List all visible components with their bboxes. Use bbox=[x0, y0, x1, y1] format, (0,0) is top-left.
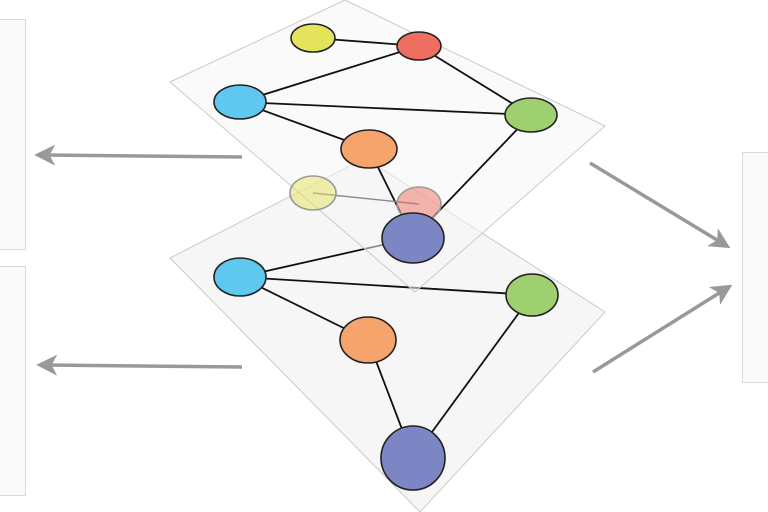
edge-bottom-green-purple bbox=[412, 294, 533, 459]
node-top-green bbox=[504, 97, 558, 133]
node-top-red bbox=[396, 31, 442, 61]
node-bottom-blue bbox=[213, 257, 267, 297]
node-top-blue bbox=[213, 84, 267, 120]
node-top-orange bbox=[340, 129, 398, 169]
arrow-right-down bbox=[589, 161, 731, 249]
top-layer-nodes bbox=[213, 23, 558, 264]
node-bottom-purple bbox=[380, 425, 446, 491]
left-top-panel bbox=[0, 19, 26, 250]
left-bottom-panel bbox=[0, 266, 26, 496]
node-top-purple bbox=[381, 212, 445, 264]
node-bottom-orange bbox=[339, 316, 397, 364]
edge-top-red-blue bbox=[239, 45, 420, 103]
bottom-layer-nodes bbox=[213, 257, 559, 491]
node-echo-yellow bbox=[289, 175, 337, 211]
node-top-yellow bbox=[290, 23, 336, 53]
arrow-left-bottom bbox=[36, 354, 243, 376]
edge-bottom-blue-green bbox=[239, 276, 533, 296]
arrows bbox=[34, 144, 733, 376]
edge-top-blue-green bbox=[239, 101, 532, 116]
right-panel bbox=[742, 152, 768, 383]
node-bottom-green bbox=[505, 273, 559, 317]
arrow-right-up bbox=[592, 284, 733, 374]
arrow-left-top bbox=[34, 144, 243, 166]
